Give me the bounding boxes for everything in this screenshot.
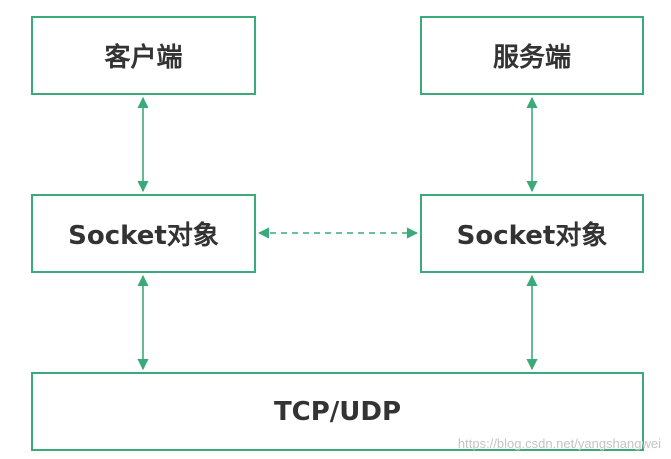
client-socket-node: Socket对象 xyxy=(31,194,256,273)
client-socket-node-label: Socket对象 xyxy=(68,221,219,251)
server-socket-node: Socket对象 xyxy=(420,194,644,273)
server-node-label: 服务端 xyxy=(492,43,571,73)
server-node: 服务端 xyxy=(420,16,644,95)
client-node-label: 客户端 xyxy=(104,43,183,73)
server-socket-node-label: Socket对象 xyxy=(456,221,608,251)
client-node: 客户端 xyxy=(31,16,256,95)
watermark: https://blog.csdn.net/yangshangwei xyxy=(457,436,661,451)
transport-node-label: TCP/UDP xyxy=(273,396,402,427)
transport-node: TCP/UDP xyxy=(31,372,644,451)
